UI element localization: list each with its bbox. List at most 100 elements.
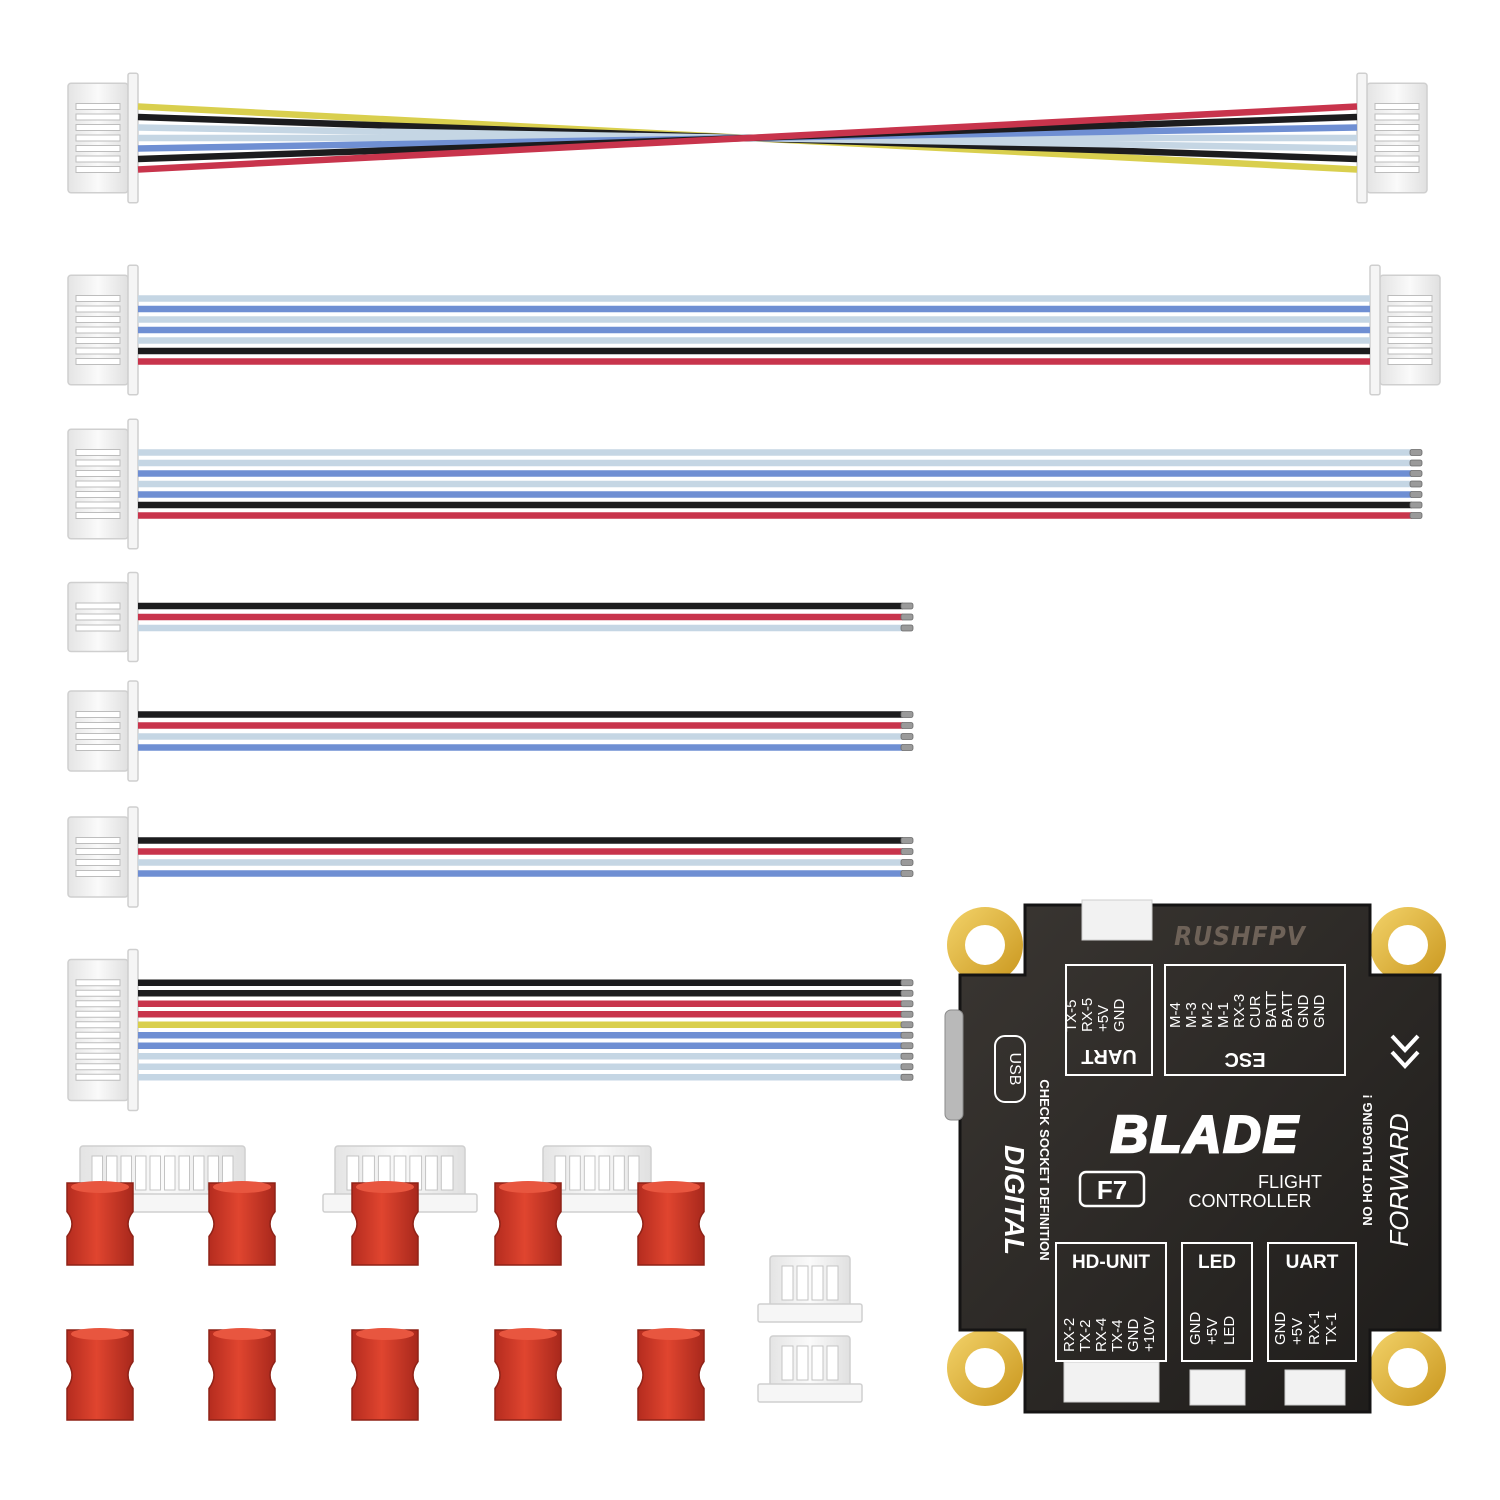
crimp-terminal (900, 1000, 914, 1008)
esc-pin: M-2 (1199, 1002, 1216, 1028)
esc-pin: M-4 (1167, 1002, 1184, 1028)
crimp-terminal (1409, 501, 1423, 509)
hd-unit-pin: RX-2 (1061, 1318, 1078, 1352)
crimp-terminal (900, 989, 914, 997)
crimp-terminal (1409, 512, 1423, 519)
crimp-terminal (1409, 449, 1423, 456)
crimp-terminal (900, 848, 914, 855)
uart-bottom-label: UART (1286, 1252, 1339, 1273)
crimp-terminal (900, 1073, 914, 1081)
cable-7-left-connector (67, 948, 139, 1112)
loose-housing-4pin-b (757, 1335, 863, 1403)
esc-pin: RX-3 (1231, 994, 1248, 1028)
notice-left: CHECK SOCKET DEFINITION (1037, 1079, 1052, 1260)
cable-3 (67, 418, 1423, 550)
uart-top-label: UART (1081, 1045, 1137, 1067)
hd-unit-pin: +10V (1141, 1317, 1158, 1352)
hd-unit-label: HD-UNIT (1072, 1252, 1150, 1273)
cable-2-right-connector (1369, 264, 1441, 396)
crimp-terminal (900, 613, 914, 621)
crimp-terminal (900, 837, 914, 844)
rubber-grommet-top-1 (66, 1181, 134, 1266)
hd-unit-pin: TX-2 (1077, 1319, 1094, 1352)
forward-chevrons-icon (1390, 1034, 1420, 1069)
crimp-terminal (900, 1052, 914, 1060)
cable-5-left-connector (67, 680, 139, 782)
esc-pin: BATT (1263, 991, 1280, 1028)
led-pin: LED (1221, 1316, 1238, 1345)
subtitle-line2: CONTROLLER (1188, 1191, 1311, 1211)
cable-7 (67, 948, 914, 1112)
mounting-holes (947, 907, 1446, 1406)
crimp-terminal (900, 711, 914, 718)
rubber-grommet-top-3 (351, 1181, 419, 1266)
rubber-grommet-bottom-1 (66, 1328, 134, 1421)
notice-right: NO HOT PLUGGING ! (1360, 1094, 1375, 1225)
uart-bottom-pin: GND (1272, 1312, 1289, 1346)
cable-4 (67, 571, 914, 663)
cable-4-left-connector (67, 571, 139, 663)
subtitle-line1: FLIGHT (1258, 1172, 1322, 1192)
crimp-terminal (900, 1021, 914, 1029)
rubber-grommet-bottom-4 (494, 1328, 562, 1421)
rubber-grommet-bottom-5 (637, 1328, 705, 1421)
rubber-grommet-top-2 (208, 1181, 276, 1266)
esc-pin: CUR (1247, 995, 1264, 1028)
crimp-terminal (1409, 459, 1423, 467)
board-title: BLADE (1110, 1106, 1299, 1164)
uart-top-pin: RX-5 (1079, 998, 1096, 1032)
crimp-terminal (900, 1063, 914, 1071)
crimp-terminal (900, 979, 914, 987)
crimp-terminal (900, 1042, 914, 1050)
side-left-label: DIGITAL (999, 1145, 1030, 1255)
cable-2-left-connector (67, 264, 139, 396)
hd-unit-pin: RX-4 (1093, 1318, 1110, 1352)
esc-pin: GND (1311, 995, 1328, 1029)
crimp-terminal (1409, 470, 1423, 477)
led-label: LED (1198, 1252, 1236, 1273)
hd-unit-pin: TX-4 (1109, 1319, 1126, 1352)
uart-bottom-pin: +5V (1289, 1318, 1306, 1345)
cable-2 (67, 264, 1441, 396)
uart-top-pin: GND (1111, 999, 1128, 1033)
direction-label: FORWARD (1384, 1113, 1414, 1246)
cable-6-left-connector (67, 806, 139, 908)
led-pin: +5V (1204, 1318, 1221, 1345)
esc-label: ESC (1224, 1048, 1265, 1070)
crimp-terminal (900, 624, 914, 632)
crimp-terminal (900, 733, 914, 740)
wire-red (137, 103, 1358, 173)
crimp-terminal (900, 870, 914, 877)
crimp-terminal (900, 722, 914, 729)
crimp-terminal (1409, 491, 1423, 498)
uart-top-pin: +5V (1095, 1005, 1112, 1032)
usb-label: USB (1006, 1053, 1023, 1086)
led-pin: GND (1187, 1312, 1204, 1346)
cable-1 (67, 72, 1428, 204)
crimp-terminal (900, 1010, 914, 1018)
crimp-terminal (900, 859, 914, 866)
cable-5 (67, 680, 914, 782)
model-badge: F7 (1078, 1170, 1146, 1208)
crimp-terminal (1409, 480, 1423, 488)
cable-1-left-connector (67, 72, 139, 204)
cable-3-left-connector (67, 418, 139, 550)
cable-6 (67, 806, 914, 908)
uart-top-pin: TX-5 (1063, 999, 1080, 1032)
brand-label: RUSHFPV (1174, 922, 1307, 952)
loose-parts (66, 1145, 863, 1421)
crimp-terminal (900, 744, 914, 751)
cable-set (67, 72, 1441, 1112)
esc-pin: M-1 (1215, 1002, 1232, 1028)
rubber-grommet-top-4 (494, 1181, 562, 1266)
crimp-terminal (900, 602, 914, 610)
loose-housing-4pin-a (757, 1255, 863, 1323)
model-label: F7 (1097, 1175, 1127, 1205)
rubber-grommet-top-5 (637, 1181, 705, 1266)
